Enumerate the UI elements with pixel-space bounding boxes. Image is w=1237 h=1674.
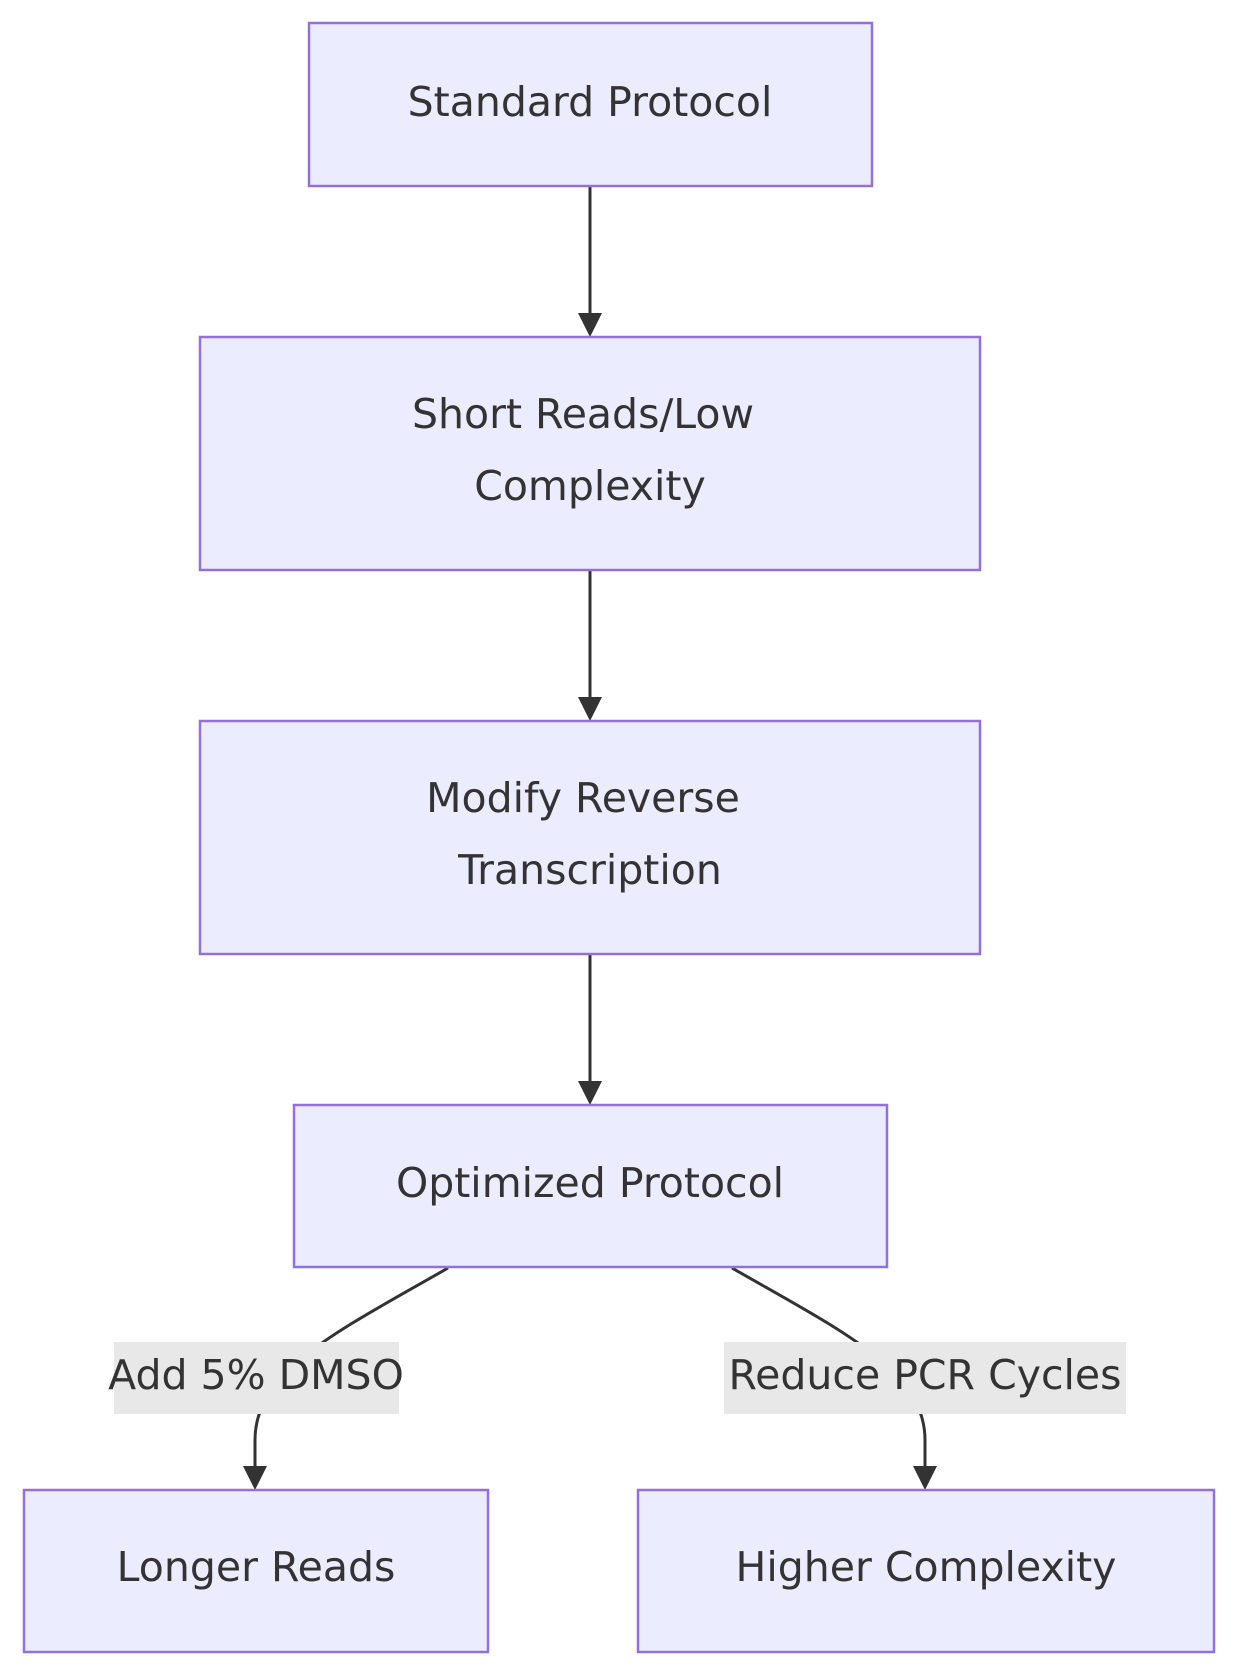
arrowhead-longer-reads	[243, 1466, 267, 1490]
node-standard-protocol: Standard Protocol	[307, 21, 874, 188]
edge-label-dmso-text: Add 5% DMSO	[108, 1351, 404, 1399]
node-higher-complexity-label: Higher Complexity	[736, 1543, 1117, 1591]
edge-label-pcr-text: Reduce PCR Cycles	[729, 1351, 1122, 1399]
node-longer-reads: Longer Reads	[22, 1488, 490, 1654]
node-optimized-protocol: Optimized Protocol	[292, 1103, 889, 1269]
arrowhead-higher-complexity	[913, 1466, 937, 1490]
node-standard-protocol-label: Standard Protocol	[408, 78, 773, 126]
node-short-reads: Short Reads/Low Complexity	[198, 335, 982, 572]
node-higher-complexity: Higher Complexity	[636, 1488, 1216, 1654]
node-optimized-protocol-label: Optimized Protocol	[396, 1159, 784, 1207]
node-longer-reads-label: Longer Reads	[117, 1543, 396, 1591]
node-modify-reverse-transcription: Modify Reverse Transcription	[198, 719, 982, 956]
edge-label-dmso: Add 5% DMSO	[108, 1342, 404, 1414]
arrowhead-optimized	[578, 1081, 602, 1105]
node-modify-line1: Modify Reverse	[426, 774, 740, 822]
node-short-reads-line2: Complexity	[474, 462, 706, 510]
node-short-reads-line1: Short Reads/Low	[412, 390, 754, 438]
node-modify-line2: Transcription	[457, 846, 722, 894]
edge-label-pcr: Reduce PCR Cycles	[724, 1342, 1126, 1414]
arrowhead-modify	[578, 697, 602, 721]
arrowhead-short-reads	[578, 313, 602, 337]
